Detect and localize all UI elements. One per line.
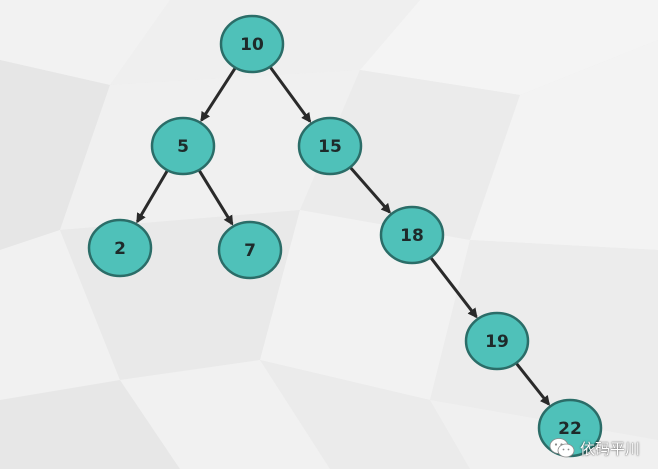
tree-node-19: 19 — [464, 311, 530, 371]
tree-node-15: 15 — [297, 116, 363, 176]
nodes-layer: 10 5 15 2 7 18 19 22 — [87, 14, 603, 458]
edge-5-to-7 — [197, 168, 234, 226]
tree-node-5: 5 — [150, 116, 216, 176]
node-circle — [87, 218, 153, 278]
edge-18-to-19 — [428, 255, 478, 319]
node-circle — [297, 116, 363, 176]
node-label: 22 — [558, 419, 582, 439]
node-circle — [217, 220, 283, 280]
tree-node-2: 2 — [87, 218, 153, 278]
tree-node-7: 7 — [217, 220, 283, 280]
node-circle — [379, 205, 445, 265]
edge-5-to-2 — [136, 169, 170, 224]
node-label: 5 — [177, 137, 189, 157]
tree-node-10: 10 — [219, 14, 285, 74]
node-label: 18 — [400, 226, 424, 246]
node-label: 7 — [244, 241, 256, 261]
wechat-icon — [549, 438, 575, 458]
node-circle — [150, 116, 216, 176]
edge-10-to-15 — [268, 65, 312, 123]
edge-10-to-5 — [200, 66, 238, 123]
tree-node-18: 18 — [379, 205, 445, 265]
node-circle — [219, 14, 285, 74]
watermark-text: 依码平川 — [579, 439, 640, 458]
node-label: 10 — [240, 35, 264, 55]
node-label: 2 — [114, 239, 126, 259]
edges-layer — [136, 65, 551, 406]
edge-19-to-22 — [514, 361, 551, 406]
node-label: 15 — [318, 137, 342, 157]
edge-15-to-18 — [348, 165, 391, 214]
node-circle — [464, 311, 530, 371]
node-label: 19 — [485, 332, 509, 352]
watermark: 依码平川 — [549, 437, 640, 459]
